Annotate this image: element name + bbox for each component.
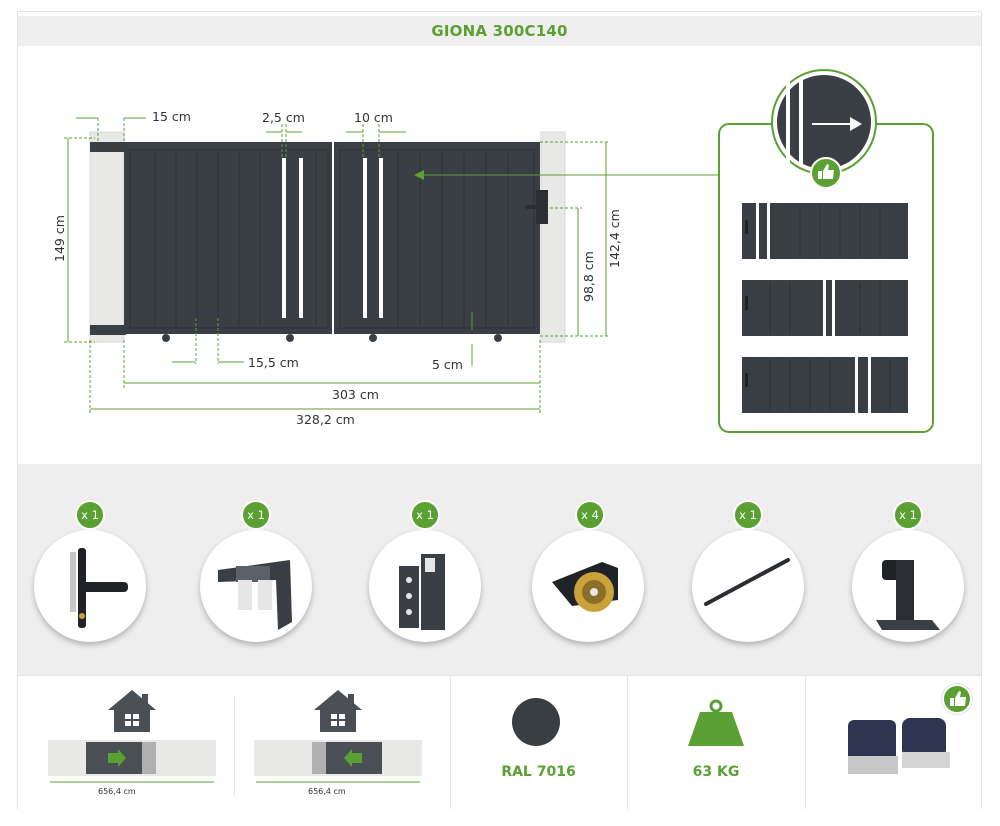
part-wheel (532, 530, 644, 642)
parts-section: x 1 x 1 x 1 x 4 x 1 (18, 464, 981, 675)
left-post (89, 131, 125, 343)
qty-badge: x 1 (893, 500, 923, 530)
dim-panel-height: 142,4 cm (607, 209, 622, 268)
opening-right-width: 656,4 cm (98, 787, 136, 796)
variant-2 (742, 280, 908, 336)
slot (299, 158, 303, 318)
variant-3 (742, 357, 908, 413)
dim-gate-width: 303 cm (332, 387, 379, 402)
gate-right-leaf (334, 142, 540, 334)
arrow-icon (108, 749, 126, 767)
dim-total-height: 149 cm (52, 215, 67, 262)
weight-label: 63 KG (692, 764, 740, 780)
thumbs-up-icon (810, 157, 842, 189)
motor-icon (848, 718, 950, 774)
dim-overall-width: 328,2 cm (296, 412, 355, 427)
slot (363, 158, 367, 318)
part-latch-bracket (369, 530, 481, 642)
lock (536, 190, 548, 224)
gate-diagram: 15 cm 2,5 cm 10 cm 149 cm 142,4 cm 98,8 … (52, 69, 934, 433)
opening-left-width: 656,4 cm (308, 787, 346, 796)
part-rail (692, 530, 804, 642)
opening-left (254, 690, 422, 783)
color-label: RAL 7016 (501, 764, 576, 780)
product-title: GIONA 300C140 (18, 16, 981, 46)
qty-badge: x 4 (575, 500, 605, 530)
dim-wheel-offset: 15,5 cm (248, 355, 299, 370)
qty-badge: x 1 (241, 500, 271, 530)
color-swatch (512, 698, 560, 746)
part-guide-bracket (200, 530, 312, 642)
slot (282, 158, 286, 318)
right-post (540, 131, 566, 343)
qty-badge: x 1 (75, 500, 105, 530)
info-row: 656,4 cm 656,4 cm RAL 7016 63 KG (18, 675, 981, 809)
house-icon (108, 690, 156, 732)
gate-left-leaf (124, 142, 332, 334)
part-end-stop (852, 530, 964, 642)
dim-ground-clearance: 5 cm (432, 357, 463, 372)
qty-badge: x 1 (410, 500, 440, 530)
opening-right (48, 690, 216, 783)
arrow-icon (344, 749, 362, 767)
slot (379, 158, 383, 318)
dim-slot-gap: 2,5 cm (262, 110, 305, 125)
dim-lock-height: 98,8 cm (581, 251, 596, 302)
part-handle (34, 530, 146, 642)
dim-slot-spacing: 10 cm (354, 110, 393, 125)
qty-badge: x 1 (733, 500, 763, 530)
dim-post-width: 15 cm (152, 109, 191, 124)
weight-icon (688, 699, 744, 746)
variant-1 (742, 203, 908, 259)
thumbs-up-icon (942, 684, 972, 714)
house-icon (314, 690, 362, 732)
